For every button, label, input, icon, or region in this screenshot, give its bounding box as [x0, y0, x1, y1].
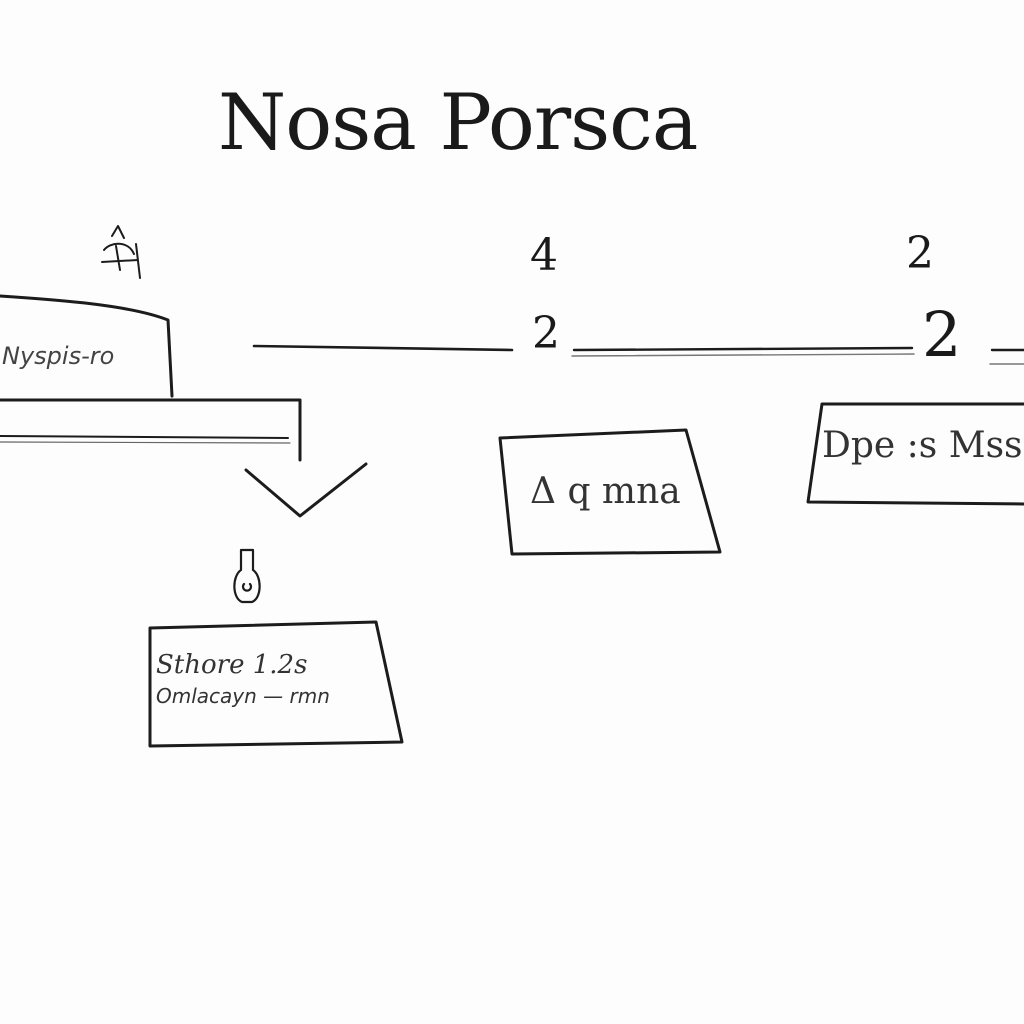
left-upper-box-label: Nyspis-ro: [2, 342, 115, 370]
left-bar: [0, 398, 302, 462]
left-bar-inner-line: [0, 435, 289, 439]
left-bar-inner-line-2: [0, 441, 291, 444]
right-box: [806, 402, 1024, 506]
connector-middle-2: [571, 353, 915, 357]
bottom-box-label-2: Omlacayn — rmn: [156, 684, 330, 708]
bottom-box-label-1: Sthore 1.2s: [156, 650, 308, 680]
connector-left: [252, 344, 514, 352]
marker-middle-top: 4: [530, 230, 558, 281]
marker-right-top: 2: [906, 228, 934, 279]
down-arrow: [244, 462, 368, 518]
right-box-label: Dpe :s Mss: [822, 425, 1023, 466]
middle-box: [498, 428, 722, 556]
marker-right-bottom: 2: [922, 298, 962, 371]
bottom-box: [148, 620, 404, 748]
middle-box-label: Δ q mna: [530, 471, 681, 512]
left-upper-box: [0, 294, 174, 398]
connector-middle: [572, 346, 914, 352]
marker-middle-bottom: 2: [532, 308, 560, 359]
page-title: Nosa Porsca: [218, 78, 698, 168]
sketch-figure: [101, 225, 141, 279]
bottle: [233, 548, 261, 604]
